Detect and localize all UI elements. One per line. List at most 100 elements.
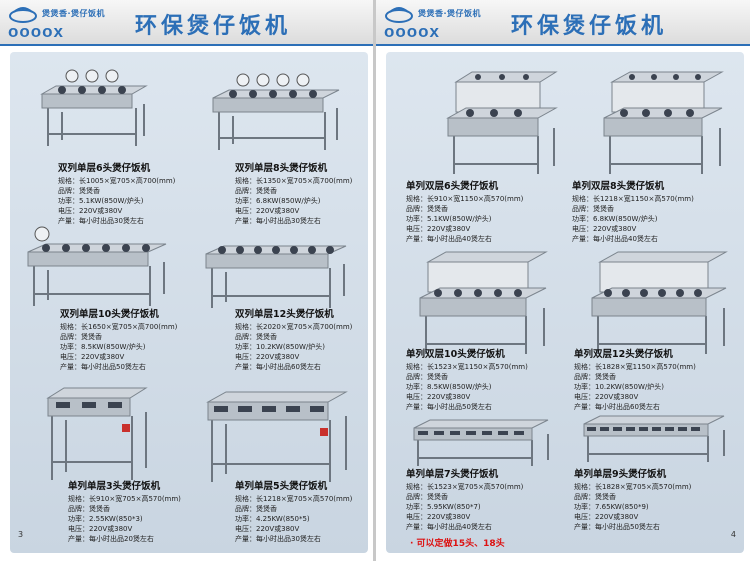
machine-image: [205, 245, 347, 308]
product-panel: 双列单层6头煲仔饭机 规格：长1005×宽705×高700(mm) 品牌：煲煲香…: [10, 52, 368, 553]
product-caption: 单列单层5头煲仔饭机 规格：长1218×宽705×高570(mm) 品牌：煲煲香…: [235, 480, 352, 544]
spec-label: 产量：: [406, 235, 427, 243]
spec-label: 品牌：: [235, 333, 256, 341]
spec-label: 功率：: [58, 197, 79, 205]
spec-output: 每小时出品40煲左右: [427, 523, 492, 531]
left-page: 煲煲香·煲仔饭机 oooox 环保煲仔饭机 双列单层6头煲仔饭机 规格：长100…: [0, 0, 374, 561]
spec-label: 规格：: [58, 177, 79, 185]
spec-voltage: 220V或380V: [256, 525, 300, 533]
spec-power: 6.8KW(850W/炉头): [593, 215, 658, 223]
spec-output: 每小时出品60煲左右: [256, 363, 321, 371]
product-name: 单列单层5头煲仔饭机: [235, 481, 328, 492]
spec-power: 5.95KW(850*7): [427, 503, 481, 511]
product-name: 双列单层12头煲仔饭机: [235, 309, 334, 320]
product-name: 双列单层10头煲仔饭机: [60, 309, 159, 320]
product-name: 双列单层8头煲仔饭机: [235, 163, 328, 174]
spec-label: 功率：: [68, 515, 89, 523]
spec-label: 电压：: [406, 225, 427, 233]
spec-label: 电压：: [235, 207, 256, 215]
spec-label: 电压：: [60, 353, 81, 361]
spec-label: 品牌：: [235, 505, 256, 513]
product-caption: 双列单层8头煲仔饭机 规格：长1350×宽705×高700(mm) 品牌：煲煲香…: [235, 162, 352, 226]
spec-voltage: 220V或380V: [256, 353, 300, 361]
spec-voltage: 220V或380V: [81, 353, 125, 361]
spec-label: 产量：: [60, 363, 81, 371]
machine-image: [212, 73, 340, 150]
spec-brand: 煲煲香: [427, 493, 448, 501]
spec-size: 长1828×宽1150×高570(mm): [595, 363, 696, 371]
spec-label: 规格：: [235, 323, 256, 331]
header-title: 环保煲仔饭机: [511, 14, 668, 39]
spec-label: 电压：: [574, 513, 595, 521]
spec-output: 每小时出品30煲左右: [256, 535, 321, 543]
spec-label: 功率：: [572, 215, 593, 223]
product-caption: 单列单层3头煲仔饭机 规格：长910×宽705×高570(mm) 品牌：煲煲香 …: [68, 480, 181, 544]
product-name: 单列双层8头煲仔饭机: [572, 181, 665, 192]
spec-brand: 煲煲香: [256, 187, 277, 195]
machine-image: [413, 419, 549, 466]
spec-label: 品牌：: [60, 333, 81, 341]
spec-size: 长910×宽705×高570(mm): [89, 495, 181, 503]
spec-label: 功率：: [406, 383, 427, 391]
spec-label: 规格：: [406, 195, 427, 203]
spec-label: 电压：: [572, 225, 593, 233]
spec-label: 规格：: [235, 495, 256, 503]
spec-label: 产量：: [574, 403, 595, 411]
spec-label: 规格：: [574, 363, 595, 371]
spec-size: 长1523×宽705×高570(mm): [427, 483, 524, 491]
header-title: 环保煲仔饭机: [135, 14, 292, 39]
product-caption: 单列双层8头煲仔饭机 规格：长1218×宽1150×高570(mm) 品牌：煲煲…: [572, 180, 694, 244]
spec-brand: 煲煲香: [427, 373, 448, 381]
page-number: 4: [730, 530, 736, 539]
spec-label: 功率：: [60, 343, 81, 351]
spec-output: 每小时出品50煲左右: [427, 403, 492, 411]
product-name: 单列双层6头煲仔饭机: [406, 181, 499, 192]
custom-order-note: · 可以定做15头、18头: [410, 539, 505, 549]
spec-voltage: 220V或380V: [79, 207, 123, 215]
spec-label: 电压：: [574, 393, 595, 401]
spec-label: 品牌：: [235, 187, 256, 195]
spec-label: 电压：: [235, 353, 256, 361]
spec-power: 8.5KW(850W/炉头): [427, 383, 492, 391]
spec-label: 品牌：: [574, 373, 595, 381]
spec-label: 产量：: [235, 535, 256, 543]
product-name: 单列单层9头煲仔饭机: [574, 469, 667, 480]
product-caption: 单列双层12头煲仔饭机 规格：长1828×宽1150×高570(mm) 品牌：煲…: [574, 348, 696, 412]
spec-output: 每小时出品30煲左右: [79, 217, 144, 225]
spec-voltage: 220V或380V: [427, 513, 471, 521]
spec-label: 功率：: [235, 343, 256, 351]
spec-size: 长1218×宽705×高570(mm): [256, 495, 353, 503]
logo-brand: oooox: [384, 22, 440, 41]
product-caption: 单列双层6头煲仔饭机 规格：长910×宽1150×高570(mm) 品牌：煲煲香…: [406, 180, 523, 244]
spec-label: 产量：: [235, 363, 256, 371]
spec-label: 品牌：: [58, 187, 79, 195]
spec-power: 6.8KW(850W/炉头): [256, 197, 321, 205]
machine-image: [419, 251, 548, 354]
spec-size: 长1828×宽705×高570(mm): [595, 483, 692, 491]
spec-size: 长1523×宽1150×高570(mm): [427, 363, 528, 371]
product-name: 双列单层6头煲仔饭机: [58, 163, 151, 174]
machine-image: [446, 71, 558, 174]
spec-voltage: 220V或380V: [256, 207, 300, 215]
spec-label: 品牌：: [406, 373, 427, 381]
machine-image: [40, 69, 148, 146]
spec-brand: 煲煲香: [593, 205, 614, 213]
spec-label: 功率：: [406, 503, 427, 511]
spec-label: 品牌：: [406, 493, 427, 501]
spec-size: 长1218×宽1150×高570(mm): [593, 195, 694, 203]
spec-size: 长1005×宽705×高700(mm): [79, 177, 176, 185]
spec-label: 规格：: [68, 495, 89, 503]
spec-label: 功率：: [574, 383, 595, 391]
spec-label: 产量：: [406, 403, 427, 411]
logo-swirl-icon: [9, 7, 37, 23]
spec-output: 每小时出品40煲左右: [593, 235, 658, 243]
right-page: 煲煲香·煲仔饭机 oooox 环保煲仔饭机 单列双层6头煲仔饭机 规格：长910…: [376, 0, 750, 561]
spec-output: 每小时出品30煲左右: [256, 217, 321, 225]
spec-label: 电压：: [406, 393, 427, 401]
spec-label: 功率：: [235, 515, 256, 523]
machine-image: [583, 415, 725, 462]
spec-output: 每小时出品60煲左右: [595, 403, 660, 411]
brand-logo: 煲煲香·煲仔饭机 oooox: [384, 4, 504, 42]
spec-label: 电压：: [68, 525, 89, 533]
spec-brand: 煲煲香: [79, 187, 100, 195]
